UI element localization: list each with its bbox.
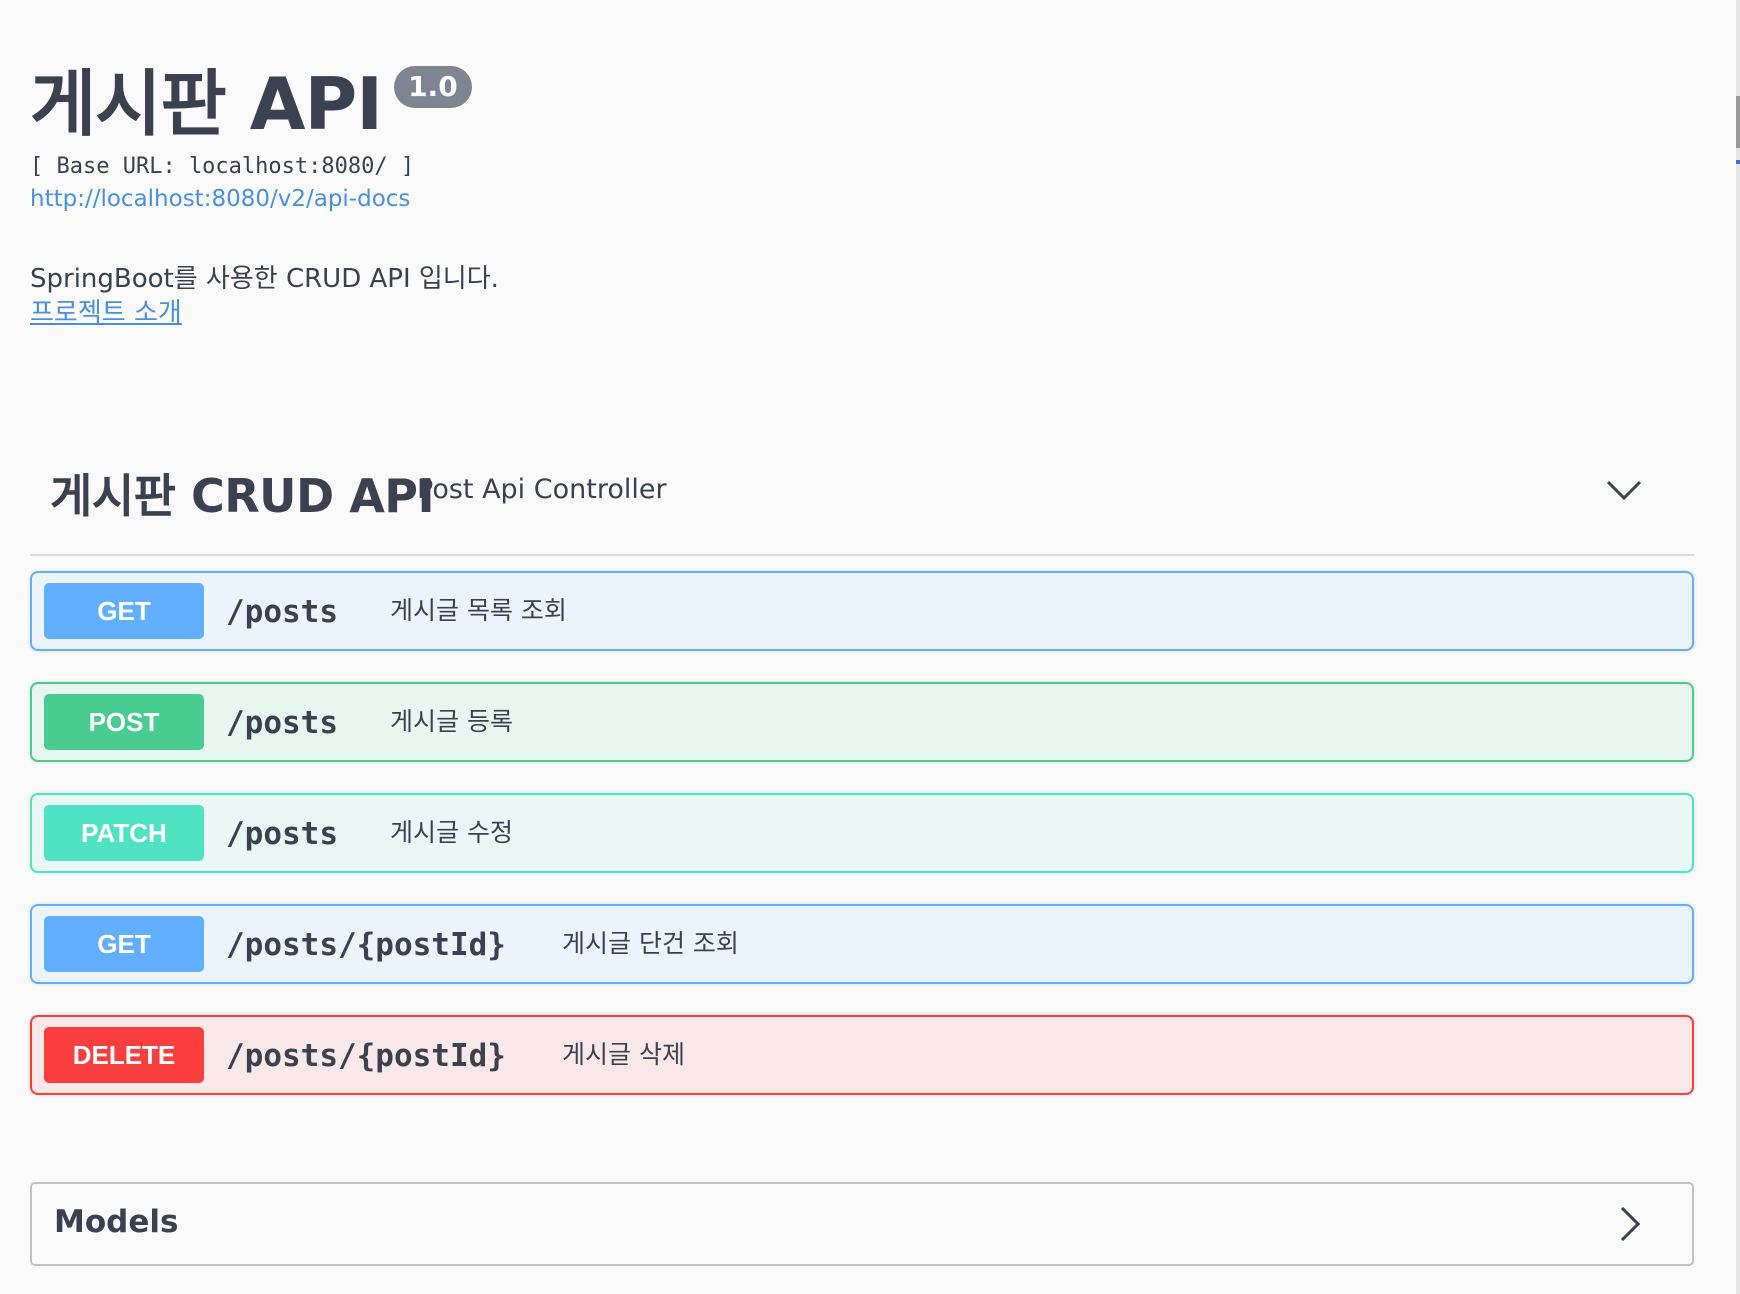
api-description: SpringBoot를 사용한 CRUD API 입니다. [30,264,499,294]
opblock-get-post-by-id[interactable]: GET /posts/{postId} 게시글 단건 조회 [30,904,1694,984]
opblock-delete-post-by-id[interactable]: DELETE /posts/{postId} 게시글 삭제 [30,1015,1694,1095]
chevron-right-icon[interactable] [1610,1204,1650,1244]
tag-header-post-api-controller[interactable]: 게시판 CRUD API Post Api Controller [30,452,1694,556]
models-title: Models [54,1204,179,1240]
method-badge: GET [44,583,204,639]
api-title: 게시판 API [30,62,383,146]
operation-path: /posts [226,594,338,630]
method-badge: PATCH [44,805,204,861]
operation-summary: 게시글 단건 조회 [562,929,739,958]
opblock-get-posts[interactable]: GET /posts 게시글 목록 조회 [30,571,1694,651]
vertical-scrollbar[interactable] [1736,0,1740,1294]
opblock-post-posts[interactable]: POST /posts 게시글 등록 [30,682,1694,762]
operation-summary: 게시글 등록 [390,707,513,736]
tag-name: 게시판 CRUD API [50,469,435,523]
operation-path: /posts/{postId} [226,1038,506,1074]
opblock-patch-posts[interactable]: PATCH /posts 게시글 수정 [30,793,1694,873]
version-badge: 1.0 [394,66,472,108]
models-section[interactable]: Models [30,1182,1694,1266]
operation-path: /posts/{postId} [226,927,506,963]
api-title-row: 게시판 API 1.0 [30,60,472,148]
chevron-down-icon[interactable] [1604,470,1644,510]
operation-summary: 게시글 목록 조회 [390,596,567,625]
method-badge: DELETE [44,1027,204,1083]
operation-path: /posts [226,816,338,852]
method-badge: GET [44,916,204,972]
scrollbar-thumb[interactable] [1736,96,1740,148]
operation-summary: 게시글 삭제 [562,1040,685,1069]
operation-path: /posts [226,705,338,741]
operation-summary: 게시글 수정 [390,818,513,847]
api-docs-link[interactable]: http://localhost:8080/v2/api-docs [30,186,411,212]
method-badge: POST [44,694,204,750]
scrollbar-marker [1736,160,1740,164]
project-intro-link[interactable]: 프로젝트 소개 [30,298,182,328]
tag-description: Post Api Controller [417,474,667,505]
base-url: [ Base URL: localhost:8080/ ] [30,154,415,179]
